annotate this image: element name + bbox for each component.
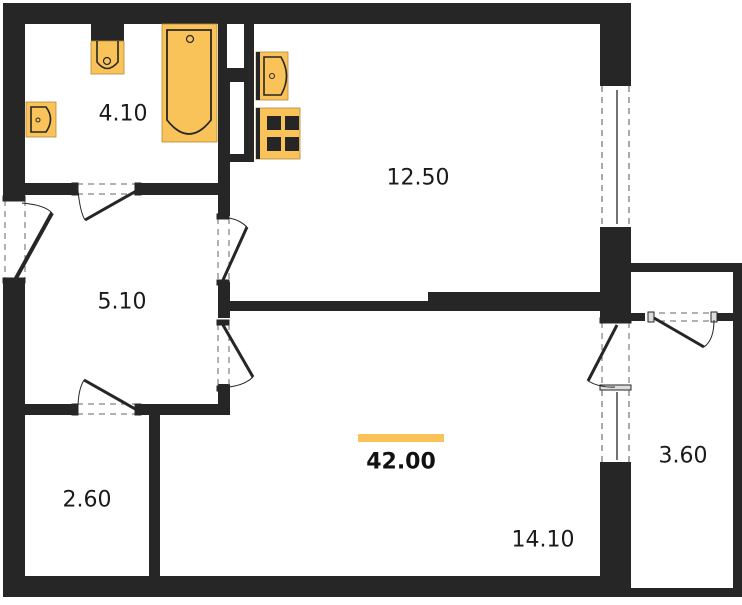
room-area-living-room: 14.10 [511,527,575,553]
doors [2,182,718,416]
walls [3,3,742,597]
bathtub-icon [161,23,218,143]
total-area-accent-bar [358,434,444,442]
room-area-hallway: 5.10 [97,289,147,315]
window-living [599,384,632,467]
total-area: 42.00 [366,449,436,475]
window-kitchen [600,81,631,232]
room-area-bathroom: 4.10 [98,101,148,127]
room-area-kitchen: 12.50 [386,165,450,191]
washbasin-icon [25,101,57,138]
room-area-balcony: 3.60 [658,443,708,469]
stove-icon [255,107,301,160]
kitchen-sink-icon [255,51,289,101]
toilet-icon [90,24,125,75]
room-area-storage: 2.60 [62,487,112,513]
